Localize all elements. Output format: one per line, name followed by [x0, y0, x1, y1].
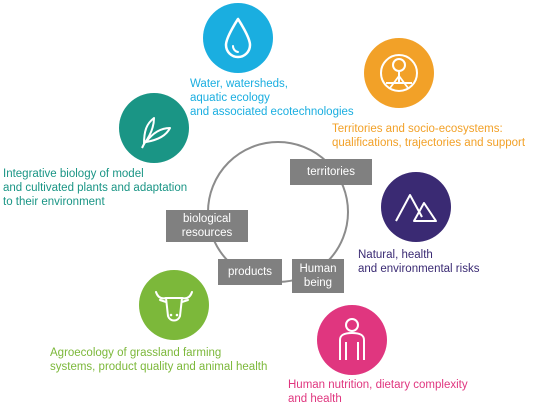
agroecology-theme-icon	[139, 270, 209, 340]
water-caption: Water, watersheds, aquatic ecology and a…	[190, 78, 354, 118]
cow-head-icon	[155, 291, 193, 322]
water-drop-icon	[224, 17, 252, 59]
biology-caption: Integrative biology of model and cultiva…	[3, 168, 188, 208]
biology-theme-icon	[119, 93, 189, 163]
human-being-label: Human being	[292, 259, 344, 293]
leaves-icon	[141, 117, 171, 149]
territories-theme-icon	[364, 38, 434, 108]
tree-landscape-icon	[380, 54, 418, 92]
risks-caption: Natural, health and environmental risks	[358, 249, 480, 275]
biological-resources-label: biological resources	[166, 210, 248, 242]
territories-caption: Territories and socio-ecosystems: qualif…	[332, 123, 526, 149]
risks-theme-icon	[381, 172, 451, 242]
water-theme-icon	[203, 3, 273, 73]
products-label: products	[218, 259, 282, 285]
mountains-icon	[395, 194, 437, 222]
territories-label: territories	[290, 159, 372, 185]
person-icon	[339, 318, 365, 360]
agroecology-caption: Agroecology of grassland farming systems…	[50, 347, 268, 373]
nutrition-caption: Human nutrition, dietary complexity and …	[288, 379, 468, 405]
nutrition-theme-icon	[317, 305, 387, 375]
